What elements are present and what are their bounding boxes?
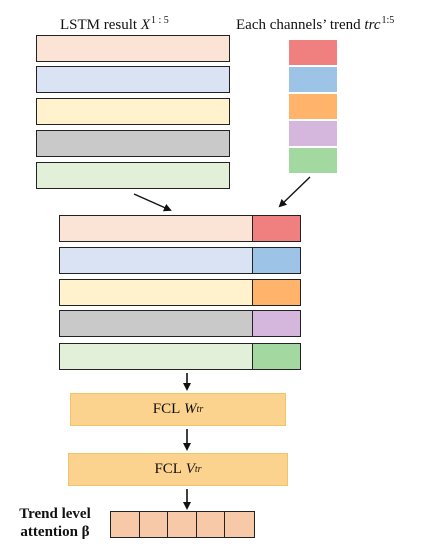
attention-label: Trend level attention β: [0, 505, 110, 541]
combined-trend-part-5: [253, 344, 300, 369]
combined-row-1: [59, 215, 301, 242]
attention-cell: [168, 512, 197, 537]
trend-text: Each channels’ trend: [236, 17, 361, 33]
combined-row-3: [59, 279, 301, 306]
lstm-result-text: LSTM result: [60, 17, 138, 33]
attention-vector: [110, 511, 255, 538]
lstm-row-4: [36, 130, 230, 157]
combined-lstm-part-4: [60, 311, 253, 336]
lstm-row-2: [36, 66, 230, 93]
lstm-row-5: [36, 162, 230, 189]
trend-swatch-3: [288, 93, 338, 120]
lstm-superscript: 1 : 5: [151, 15, 169, 26]
arrow-lstm-to-combined: [133, 193, 172, 212]
attention-cell: [111, 512, 140, 537]
lstm-row-3: [36, 98, 230, 125]
lstm-row-1: [36, 35, 230, 62]
attention-cell: [139, 512, 169, 537]
fcl-w-subscript: tr: [196, 404, 204, 415]
combined-row-2: [59, 247, 301, 274]
arrow-trend-to-combined: [278, 176, 311, 208]
fcl-v-prefix: FCL: [154, 461, 182, 477]
trend-label: Each channels’ trend trc1:5: [236, 12, 394, 34]
trend-swatch-4: [288, 120, 338, 147]
fcl-v-subscript: tr: [194, 464, 202, 475]
attention-cell: [225, 512, 254, 537]
trend-swatch-2: [288, 66, 338, 93]
combined-row-5: [59, 343, 301, 370]
trend-swatch-5: [288, 147, 338, 174]
combined-trend-part-1: [253, 216, 300, 241]
fcl-v-symbol: V: [185, 461, 195, 477]
combined-row-4: [59, 310, 301, 337]
combined-lstm-part-2: [60, 248, 253, 273]
combined-lstm-part-3: [60, 280, 253, 305]
fcl-w-prefix: FCL: [152, 401, 181, 417]
combined-lstm-part-1: [60, 216, 253, 241]
combined-trend-part-2: [253, 248, 300, 273]
trend-swatch-1: [288, 39, 338, 66]
trend-superscript: 1:5: [381, 15, 395, 26]
trend-symbol: trc: [364, 17, 381, 33]
combined-trend-part-4: [253, 311, 300, 336]
combined-trend-part-3: [253, 280, 300, 305]
lstm-result-label: LSTM result X1 : 5: [60, 12, 169, 34]
fcl-w-symbol: W: [184, 401, 197, 417]
attention-label-line-2: attention β: [20, 524, 90, 540]
attention-cell: [196, 512, 226, 537]
lstm-symbol: X: [140, 17, 151, 33]
combined-lstm-part-5: [60, 344, 253, 369]
attention-label-line-1: Trend level: [19, 506, 91, 522]
